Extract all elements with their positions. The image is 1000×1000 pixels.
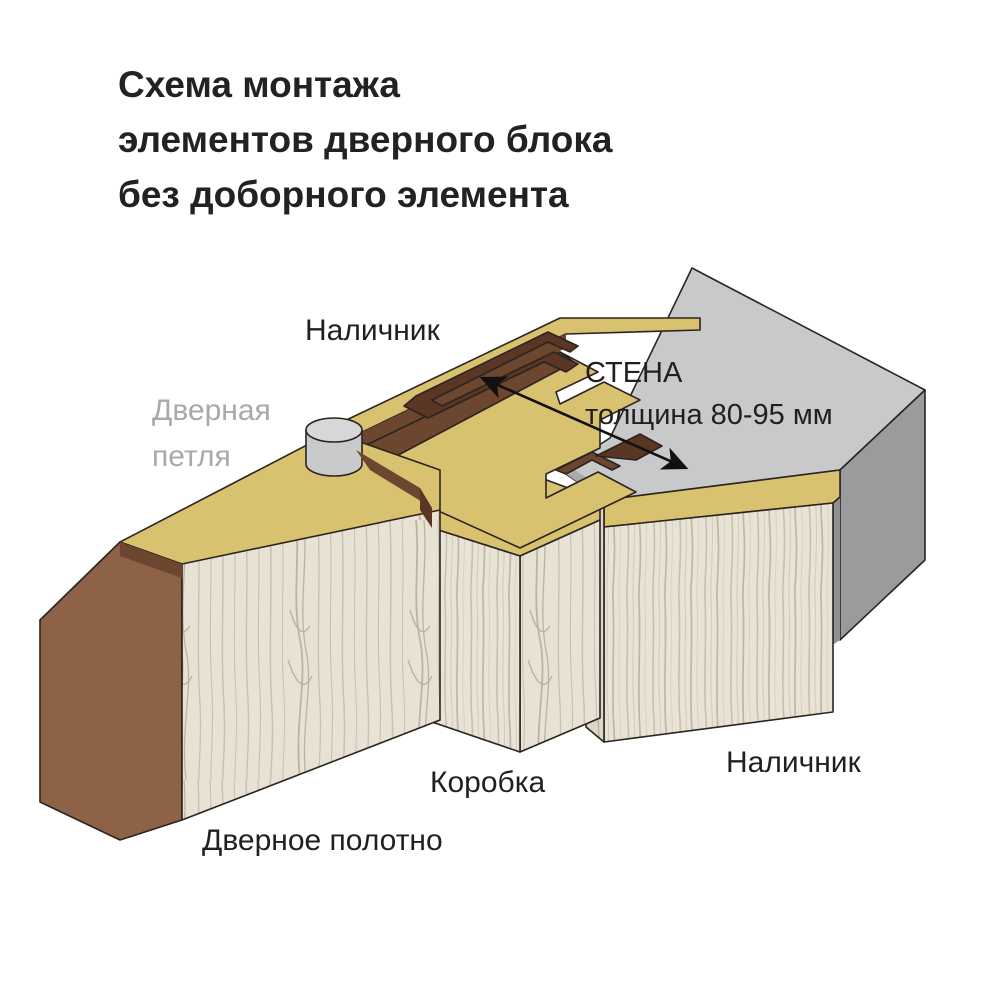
reveal-brown-left: [356, 450, 432, 508]
hinge-cylinder-body: [305, 429, 363, 477]
title-line-3: без доборного элемента: [118, 174, 569, 215]
frame-reveal-shadow: [356, 450, 432, 528]
label-hinge-line-2: петля: [152, 440, 231, 473]
casing-far: [585, 469, 841, 743]
label-door-leaf: Дверное полотно: [202, 824, 443, 857]
label-casing-top: Наличник: [305, 314, 441, 347]
casing-far-front: [603, 502, 834, 743]
reveal-brown-edge: [420, 488, 432, 528]
leaf-end-top-sliver: [120, 542, 182, 578]
diagram-labels: Наличник Дверная петля СТЕНА толщина 80-…: [152, 314, 862, 857]
frame-front-face: [519, 519, 601, 753]
hinge-cylinder-top: [305, 417, 363, 443]
door-leaf: [39, 431, 441, 841]
label-wall-name: СТЕНА: [585, 357, 683, 389]
leaf-front-face: [181, 509, 441, 821]
label-casing-right: Наличник: [726, 746, 862, 779]
label-wall-thickness: толщина 80-95 мм: [585, 399, 833, 431]
wall-thickness-dimension[interactable]: [479, 376, 689, 470]
label-hinge-line-1: Дверная: [152, 394, 271, 427]
frame-left-face: [431, 527, 521, 753]
casing-upper-underedge: [350, 334, 566, 450]
door-hinge: [305, 417, 363, 477]
label-frame: Коробка: [430, 766, 545, 799]
title-line-1: Схема монтажа: [118, 64, 400, 105]
title-line-2: элементов дверного блока: [118, 119, 613, 160]
page-title: Схема монтажа элементов дверного блока б…: [118, 64, 613, 215]
dimension-double-arrow: [479, 376, 689, 470]
